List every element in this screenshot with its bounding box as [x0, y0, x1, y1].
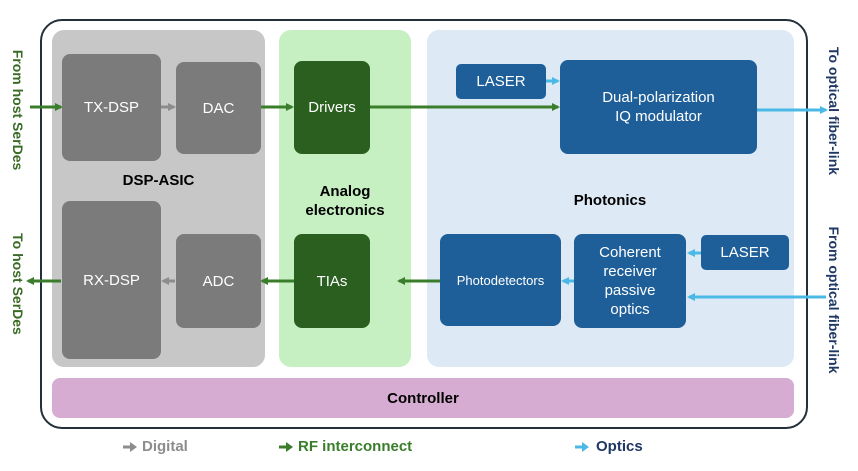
to-optical-fiber-label: To optical fiber-link [826, 46, 842, 176]
from-host-serdes-label: From host SerDes [10, 49, 26, 171]
rx-dsp-block: RX-DSP [62, 201, 161, 359]
rf-arrow-icon [279, 442, 293, 452]
adc-block: ADC [176, 234, 261, 328]
legend-rf-interconnect: RF interconnect [298, 438, 413, 455]
digital-arrow-icon [123, 442, 137, 452]
optics-arrow-icon [575, 442, 589, 452]
photonics-label: Photonics [573, 192, 647, 209]
dsp-asic-label: DSP-ASIC [122, 172, 195, 189]
tias-block: TIAs [294, 234, 370, 328]
tx-dsp-block: TX-DSP [62, 54, 161, 161]
dac-block: DAC [176, 62, 261, 154]
to-host-serdes-label: To host SerDes [10, 233, 26, 335]
iq-modulator-block: Dual-polarization IQ modulator [560, 60, 757, 154]
analog-electronics-label: Analog electronics [305, 183, 385, 219]
laser-tx-block: LASER [456, 64, 546, 99]
legend-optics: Optics [596, 438, 643, 455]
controller-label: Controller [387, 389, 459, 407]
coherent-receiver-block: Coherent receiver passive optics [574, 234, 686, 328]
laser-rx-block: LASER [701, 235, 789, 270]
drivers-block: Drivers [294, 61, 370, 154]
legend-digital: Digital [142, 438, 188, 455]
controller-bar: Controller [52, 378, 794, 418]
photodetectors-block: Photodetectors [440, 234, 561, 326]
from-optical-fiber-label: From optical fiber-link [826, 226, 842, 374]
